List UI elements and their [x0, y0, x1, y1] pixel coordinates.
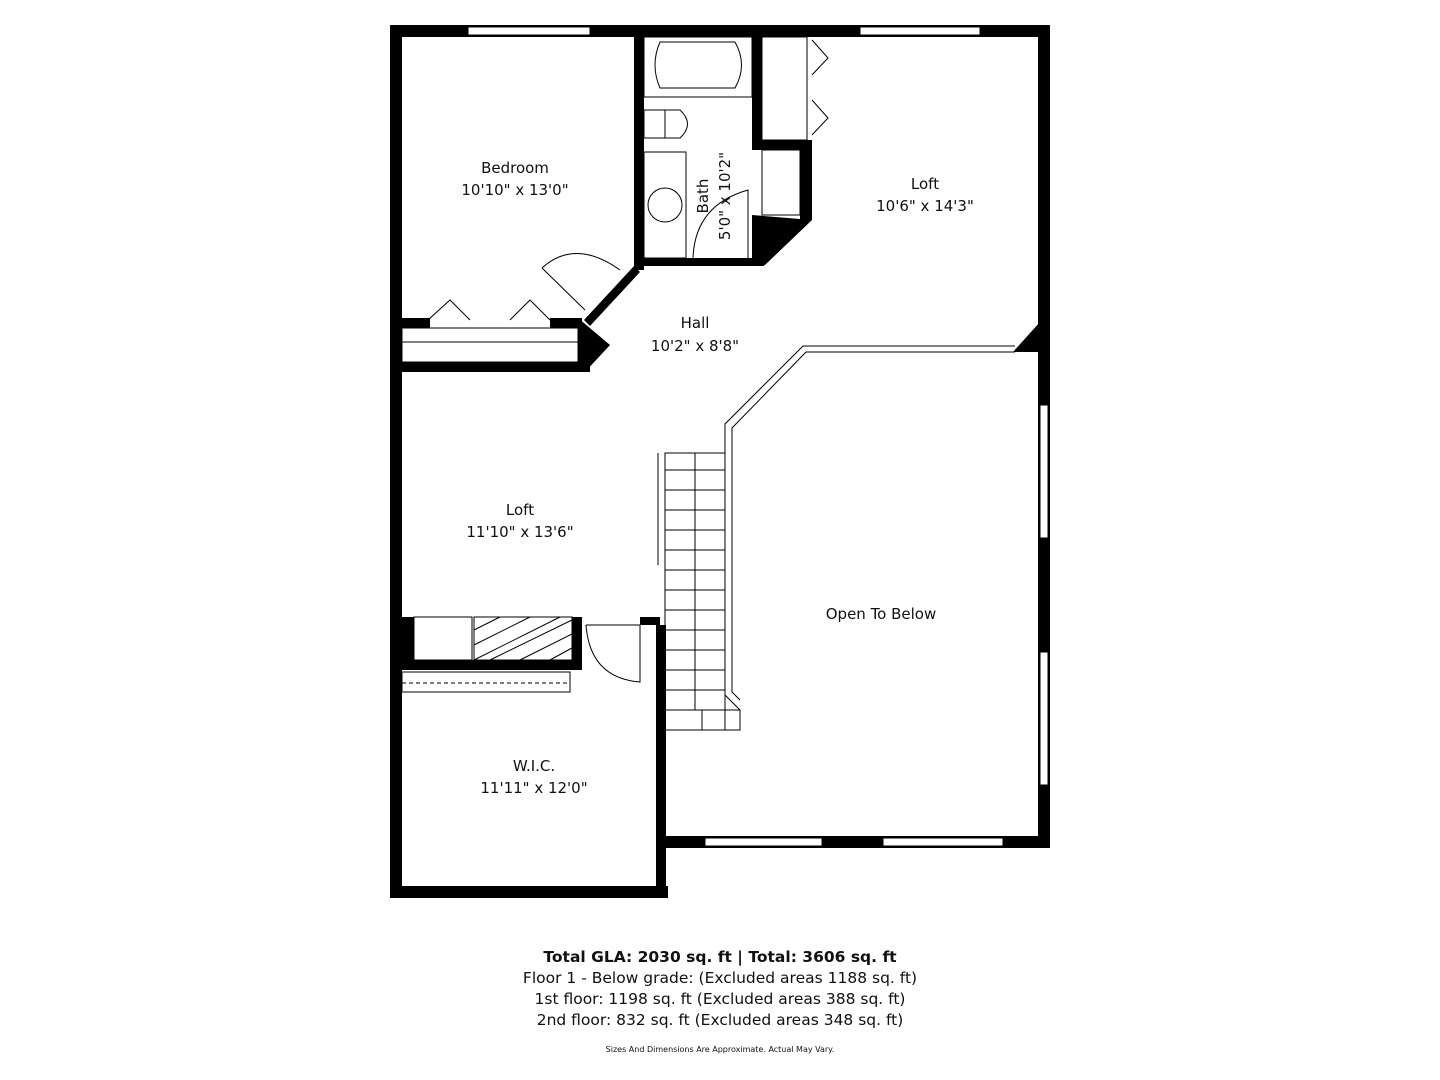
walls	[390, 25, 1050, 898]
total-area: Total GLA: 2030 sq. ft | Total: 3606 sq.…	[543, 948, 897, 966]
loft-upper-size: 10'6" x 14'3"	[876, 197, 974, 215]
bedroom-size: 10'10" x 13'0"	[461, 181, 568, 199]
hall-size: 10'2" x 8'8"	[651, 337, 739, 355]
wic-door-icon	[585, 624, 641, 683]
closet-door-icon	[427, 299, 551, 321]
fixtures	[401, 36, 829, 693]
railing	[724, 345, 1015, 711]
bath-door-icon	[692, 189, 749, 259]
sink-icon	[647, 187, 683, 223]
toilet-icon	[643, 109, 688, 139]
wic-size: 11'11" x 12'0"	[480, 779, 587, 797]
bathtub-icon	[654, 41, 742, 89]
floor-below-area: Floor 1 - Below grade: (Excluded areas 1…	[522, 969, 918, 987]
wic-name: W.I.C.	[513, 757, 555, 775]
stairs	[657, 452, 741, 731]
hall-name: Hall	[681, 314, 710, 332]
bedroom-name: Bedroom	[481, 159, 549, 177]
bedroom-door-icon	[541, 253, 621, 311]
windows	[467, 26, 1049, 847]
bath-name: Bath	[694, 179, 712, 214]
loft-upper-name: Loft	[911, 175, 939, 193]
floor-2-area: 2nd floor: 832 sq. ft (Excluded areas 34…	[536, 1011, 904, 1029]
loft-lower-size: 11'10" x 13'6"	[466, 523, 573, 541]
open-to-below-label: Open To Below	[826, 605, 937, 623]
disclaimer: Sizes And Dimensions Are Approximate. Ac…	[605, 1045, 835, 1054]
bath-size: 5'0" x 10'2"	[716, 152, 734, 240]
loft-lower-name: Loft	[506, 501, 534, 519]
floor-1-area: 1st floor: 1198 sq. ft (Excluded areas 3…	[534, 990, 906, 1008]
